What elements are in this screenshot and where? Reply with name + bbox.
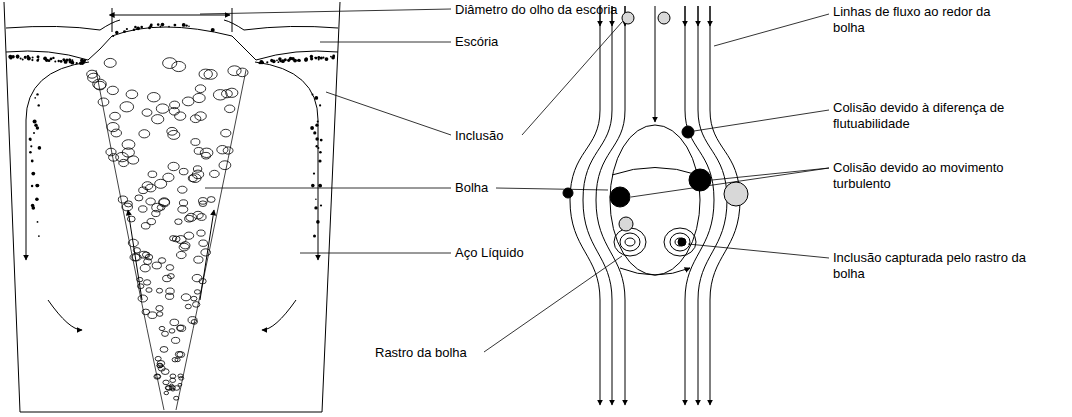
part-label: Aço Líquido [455, 245, 524, 261]
callout-label: Colisão devido ao movimento turbulento [833, 160, 1048, 191]
slag-eye-arrow [114, 15, 230, 16]
bubble [610, 125, 700, 275]
part-label: Inclusão [455, 128, 503, 144]
part-label: Rastro da bolha [375, 345, 467, 361]
slag-eye-label: Diâmetro do olho da escória [455, 2, 618, 18]
gas-plume [96, 70, 246, 410]
plume-bubbles [87, 58, 248, 400]
flow-lines [570, 6, 740, 405]
leader-lines [200, 9, 829, 352]
callout-label: Colisão devido à diferença de flutuabili… [833, 100, 1048, 131]
ladle [4, 2, 340, 412]
inclusion-dots [8, 23, 335, 238]
part-label: Escória [455, 34, 498, 50]
bubble-detail [563, 6, 748, 275]
bubble-wake [614, 228, 696, 275]
callout-label: Inclusão capturada pelo rastro da bolha [833, 250, 1048, 281]
part-label: Bolha [455, 180, 488, 196]
slag-layer [6, 27, 338, 60]
callout-label: Linhas de fluxo ao redor da bolha [833, 4, 1018, 35]
